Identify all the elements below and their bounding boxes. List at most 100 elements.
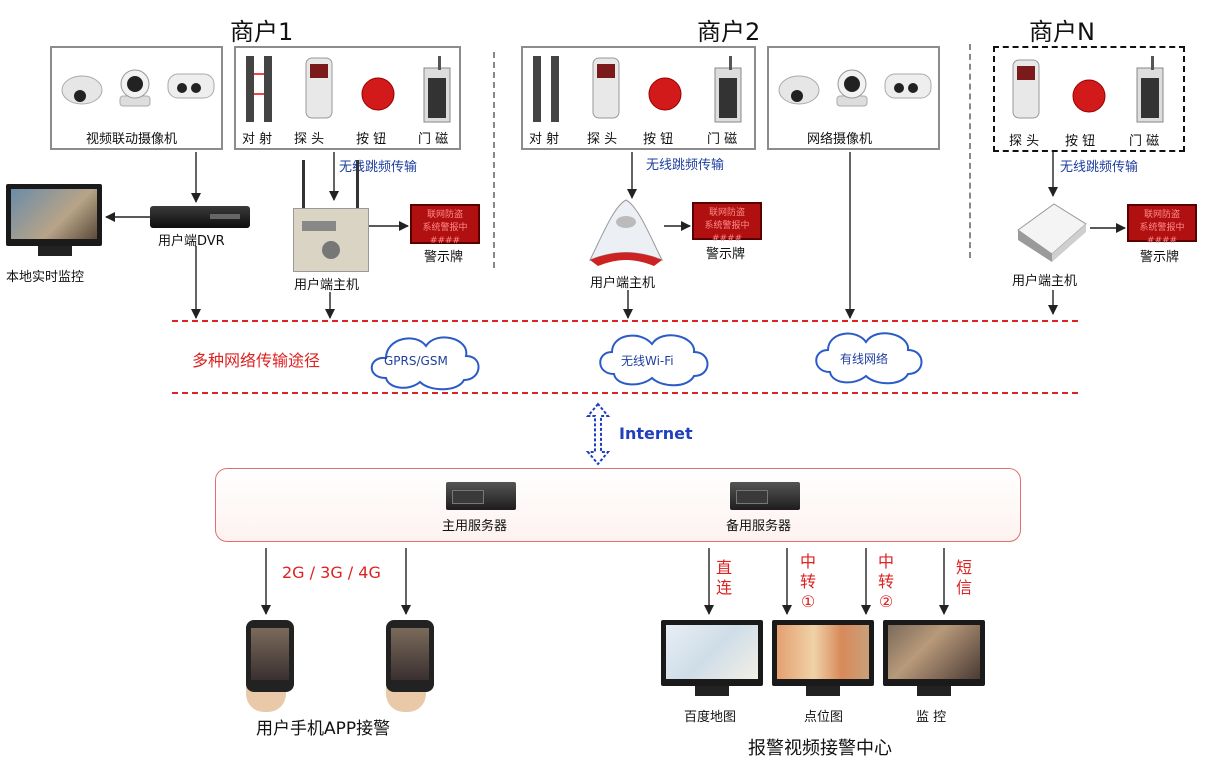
- mobile-link-label: 2G / 3G / 4G: [282, 563, 381, 582]
- detector-icons-1: [246, 56, 451, 123]
- link-direct-label: 直连: [715, 558, 732, 597]
- cloud-gprs: [370, 336, 480, 391]
- local-monitor-screen: [6, 184, 102, 246]
- panic-button-icon: [1072, 79, 1106, 113]
- host-1-antenna-left: [302, 160, 305, 208]
- separator-2-n: [969, 44, 971, 258]
- backup-server-icon: [730, 482, 800, 510]
- cloud-wifi: [599, 334, 709, 387]
- detector-group-box-n: 探 头 按 钮 门 磁: [993, 46, 1185, 152]
- cctv-monitor: [883, 620, 985, 686]
- beam-detector-icon: [246, 56, 272, 122]
- host-n-device-icon: [1017, 203, 1087, 262]
- warning-sign-n-label: 警示牌: [1140, 250, 1180, 265]
- bullet-camera-icon: [884, 73, 932, 99]
- link-sms-label: 短信: [955, 558, 972, 597]
- device-label-door: 门 磁: [418, 132, 449, 147]
- door-contact-icon: [1136, 56, 1164, 123]
- dome-camera-icon: [61, 75, 103, 105]
- sign-n-line2: 系统警报中####: [1139, 223, 1185, 246]
- dvr-label: 用户端DVR: [158, 234, 225, 249]
- wireless-label-2: 无线跳频传输: [646, 158, 725, 173]
- net-camera-caption: 网络摄像机: [807, 132, 873, 147]
- camera-caption: 视频联动摄像机: [86, 132, 178, 147]
- device-label-door-2: 门 磁: [707, 132, 738, 147]
- map-monitor-label: 百度地图: [684, 710, 737, 725]
- device-label-probe-n: 探 头: [1009, 134, 1040, 149]
- network-band-top: [172, 320, 1078, 322]
- device-label-beam-2: 对 射: [529, 132, 560, 147]
- net-camera-icons: [778, 69, 932, 107]
- wireless-label-n: 无线跳频传输: [1060, 160, 1139, 175]
- floorplan-monitor-label: 点位图: [804, 710, 844, 725]
- center-caption: 报警视频接警中心: [748, 738, 892, 759]
- primary-server-label: 主用服务器: [442, 519, 508, 534]
- map-monitor-stand: [695, 686, 729, 696]
- sign-1-line2: 系统警报中####: [422, 223, 468, 246]
- ptz-camera-icon: [836, 69, 868, 107]
- dome-camera-icon: [778, 75, 820, 105]
- warning-sign-2-label: 警示牌: [706, 247, 746, 262]
- cloud-gprs-label: GPRS/GSM: [384, 354, 448, 368]
- sign-2-line1: 联网防盗: [708, 208, 745, 218]
- device-label-button-2: 按 钮: [643, 132, 674, 147]
- host-1-antenna-right: [356, 160, 359, 208]
- server-panel: [215, 468, 1021, 542]
- ptz-camera-icon: [119, 69, 151, 107]
- detector-icons-n: [1012, 56, 1164, 123]
- sign-1-line1: 联网防盗: [426, 210, 463, 220]
- device-label-beam: 对 射: [242, 132, 273, 147]
- device-label-button-n: 按 钮: [1065, 134, 1096, 149]
- device-label-door-n: 门 磁: [1129, 134, 1160, 149]
- local-monitor-label: 本地实时监控: [6, 270, 85, 285]
- floorplan-monitor-stand: [806, 686, 840, 696]
- map-monitor: [661, 620, 763, 686]
- wireless-label-1: 无线跳频传输: [339, 160, 418, 175]
- warning-sign-2: 联网防盗 系统警报中####: [692, 202, 762, 244]
- cctv-monitor-stand: [917, 686, 951, 696]
- pir-probe-icon: [592, 57, 620, 119]
- dvr-device-icon: [150, 206, 250, 228]
- warning-sign-1-label: 警示牌: [424, 250, 464, 265]
- host-2-label: 用户端主机: [590, 276, 656, 291]
- device-label-button: 按 钮: [356, 132, 387, 147]
- camera-icons: [61, 69, 215, 107]
- network-label: 多种网络传输途径: [192, 351, 321, 370]
- primary-server-icon: [446, 482, 516, 510]
- host-2-device-icon: [588, 199, 664, 266]
- pir-probe-icon: [1012, 59, 1040, 119]
- mobile-caption: 用户手机APP接警: [256, 719, 391, 739]
- separator-1-2: [493, 52, 495, 268]
- detector-icons-2: [533, 56, 742, 123]
- device-label-probe: 探 头: [294, 132, 325, 147]
- warning-sign-1: 联网防盗 系统警报中####: [410, 204, 480, 246]
- sign-2-line2: 系统警报中####: [704, 221, 750, 244]
- host-1-label: 用户端主机: [294, 278, 360, 293]
- bullet-camera-icon: [167, 73, 215, 99]
- merchant-2-title: 商户2: [697, 18, 761, 46]
- camera-group-box: 视频联动摄像机: [50, 46, 223, 150]
- beam-detector-icon: [533, 56, 559, 122]
- merchant-n-title: 商户N: [1029, 18, 1095, 46]
- floorplan-monitor: [772, 620, 874, 686]
- device-label-probe-2: 探 头: [587, 132, 618, 147]
- cloud-wifi-label: 无线Wi-Fi: [621, 354, 674, 368]
- cctv-monitor-label: 监 控: [916, 710, 947, 725]
- merchant-1-title: 商户1: [230, 18, 294, 46]
- network-band-bottom: [172, 392, 1078, 394]
- net-camera-box: 网络摄像机: [767, 46, 940, 150]
- sign-n-line1: 联网防盗: [1143, 210, 1180, 220]
- cloud-wired-label: 有线网络: [840, 352, 889, 366]
- backup-server-label: 备用服务器: [726, 519, 792, 534]
- local-monitor-stand: [38, 246, 72, 256]
- cloud-wired: [815, 332, 923, 385]
- pir-probe-icon: [305, 57, 333, 119]
- internet-double-arrow: [585, 402, 611, 466]
- host-1-device-icon: [293, 208, 369, 272]
- phone-1-icon: [246, 620, 294, 692]
- internet-label: Internet: [619, 424, 693, 443]
- door-contact-icon: [714, 56, 742, 123]
